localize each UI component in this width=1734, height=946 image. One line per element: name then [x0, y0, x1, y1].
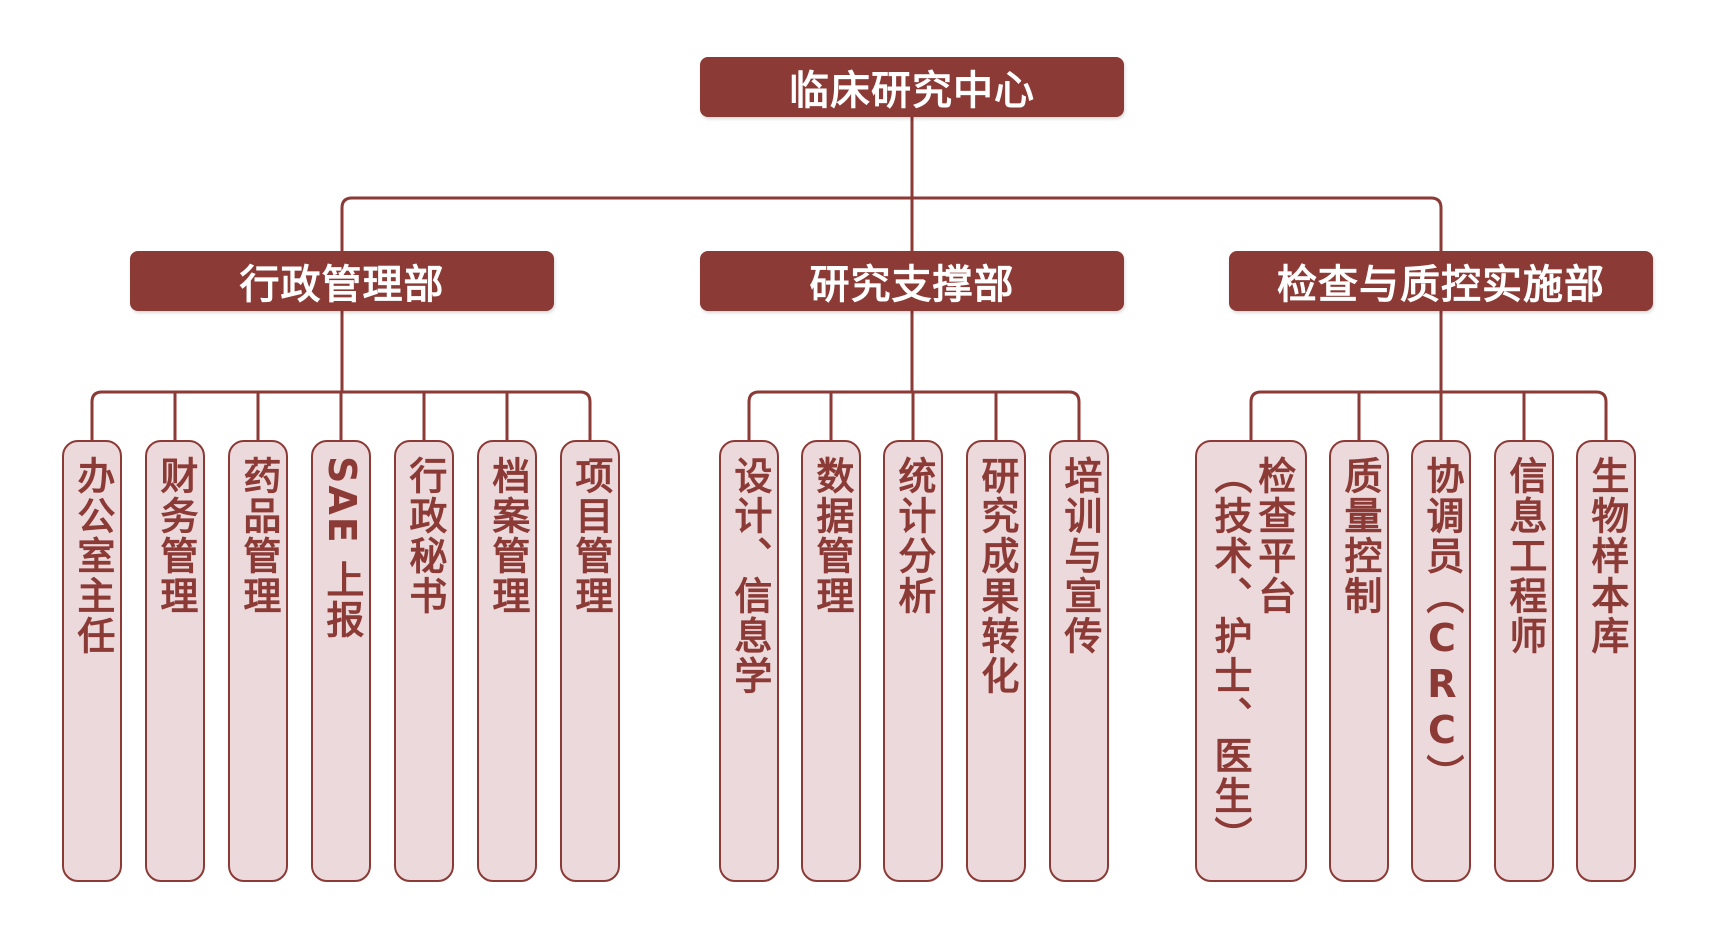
unit-node: SAE 上报	[311, 440, 371, 882]
unit-label: 培训与宣传	[1057, 456, 1102, 656]
unit-node: 质量控制	[1329, 440, 1389, 882]
department-node-admin: 行政管理部	[130, 251, 554, 311]
root-node: 临床研究中心	[700, 57, 1124, 117]
unit-node: 行政秘书	[394, 440, 454, 882]
unit-node: 协调员（CRC）	[1411, 440, 1471, 882]
unit-node: 设计、信息学	[719, 440, 779, 882]
unit-label: SAE 上报	[319, 456, 364, 640]
unit-node: 统计分析	[883, 440, 943, 882]
unit-label: 档案管理	[485, 456, 530, 616]
unit-label: 行政秘书	[402, 456, 447, 616]
unit-label: 信息工程师	[1502, 456, 1547, 656]
department-node-inspection-qc: 检查与质控实施部	[1229, 251, 1653, 311]
unit-node: 生物样本库	[1576, 440, 1636, 882]
unit-label: 研究成果转化	[974, 456, 1019, 696]
unit-label: 协调员（CRC）	[1419, 456, 1464, 794]
unit-node: 项目管理	[560, 440, 620, 882]
unit-node: 培训与宣传	[1049, 440, 1109, 882]
unit-node: 研究成果转化	[966, 440, 1026, 882]
unit-label: 质量控制	[1337, 456, 1382, 616]
unit-label: 数据管理	[809, 456, 854, 616]
unit-label: 办公室主任	[70, 456, 115, 656]
unit-node: 档案管理	[477, 440, 537, 882]
unit-label: （技术、护士、医生）	[1208, 456, 1252, 856]
unit-node: 财务管理	[145, 440, 205, 882]
unit-node: 检查平台（技术、护士、医生）	[1195, 440, 1307, 882]
connector-dept-bus	[1249, 390, 1608, 440]
unit-label: 财务管理	[153, 456, 198, 616]
unit-label: 统计分析	[891, 456, 936, 616]
unit-node: 信息工程师	[1494, 440, 1554, 882]
unit-label: 生物样本库	[1584, 456, 1629, 656]
unit-label: 检查平台	[1251, 456, 1296, 616]
connector-root-bus	[340, 196, 1443, 251]
department-node-research-support: 研究支撑部	[700, 251, 1124, 311]
unit-label: 项目管理	[568, 456, 613, 616]
unit-node: 药品管理	[228, 440, 288, 882]
unit-label: 设计、信息学	[727, 456, 772, 696]
unit-node: 办公室主任	[62, 440, 122, 882]
unit-node: 数据管理	[801, 440, 861, 882]
unit-label: 药品管理	[236, 456, 281, 616]
